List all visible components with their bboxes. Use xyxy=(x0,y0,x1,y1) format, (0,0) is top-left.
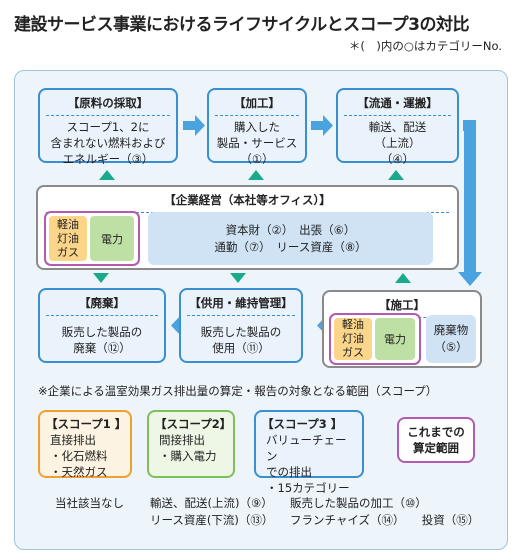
construction-waste: 廃棄物 （⑤） xyxy=(426,315,476,363)
fuel-item: 軽油 xyxy=(57,217,79,231)
scope1-box: 【スコープ1 】 直接排出 ・化石燃料 ・天然ガス xyxy=(38,410,132,479)
corporate-header: 【企業経営（本社等オフィス）】 xyxy=(164,193,331,207)
processing-header: 【加工】 xyxy=(234,96,280,110)
logistics-line: 輸送、配送 xyxy=(368,120,427,134)
scope3-header: 【スコープ3 】 xyxy=(262,417,343,431)
arrow-logistics-to-construction xyxy=(458,120,482,286)
scope2-line: 間接排出 xyxy=(159,433,205,447)
scope2-box: 【スコープ2】 間接排出 ・購入電力 xyxy=(147,410,235,478)
category-note: ＊( )内の○はカテゴリーNo. xyxy=(348,39,502,53)
logistics-line: （上流） xyxy=(374,136,421,150)
raw-material-box: 【原料の採取】 スコープ1、2に 含まれない燃料および エネルギー（③） xyxy=(38,88,178,166)
logistics-box: 【流通・運搬】 輸送、配送 （上流） （④） xyxy=(336,88,459,166)
scope2-line: ・購入電力 xyxy=(159,449,217,463)
down-triangle xyxy=(230,273,246,283)
raw-material-line: 含まれない燃料および xyxy=(50,136,166,150)
construction-electricity-cell: 電力 xyxy=(375,318,415,360)
fuel-item: ガス xyxy=(342,346,364,359)
disposal-header: 【廃棄】 xyxy=(79,296,125,310)
up-triangle xyxy=(388,170,404,180)
legend-line: これまでの xyxy=(407,425,465,439)
scope3-line: での排出 xyxy=(266,465,312,479)
corporate-electricity-cell: 電力 xyxy=(90,216,134,261)
scope3-line: ・15カテゴリー xyxy=(266,481,350,495)
processing-box: 【加工】 購入した 製品・サービス （①） xyxy=(207,88,307,166)
logistics-header: 【流通・運搬】 xyxy=(357,96,438,110)
use-maintenance-line: 販売した製品の xyxy=(200,325,282,339)
category-item: 販売した製品の加工（⑩） xyxy=(290,496,427,510)
scope3-box: 【スコープ3 】 バリューチェーン での排出 ・15カテゴリー xyxy=(254,410,364,495)
arrow-process-to-logistics xyxy=(311,121,323,130)
not-applicable-label: 当社該当なし xyxy=(55,496,124,510)
up-triangle xyxy=(99,170,115,180)
divider xyxy=(46,115,170,116)
legend-box: これまでの 算定範囲 xyxy=(397,417,475,463)
not-applicable-col2: 輸送、配送(上流)（⑨） リース資産(下流)（⑬） xyxy=(150,495,273,529)
not-applicable-list: 当社該当なし xyxy=(55,495,124,512)
divider xyxy=(215,115,299,116)
scope3-line: バリューチェーン xyxy=(266,433,347,463)
not-applicable-col3: 販売した製品の加工（⑩） フランチャイズ（⑭） 投資（⑮） xyxy=(290,495,479,529)
up-triangle xyxy=(395,273,411,283)
corporate-item-line: 資本財（②） 出張（⑥） xyxy=(225,222,356,237)
processing-line: 購入した xyxy=(234,120,280,134)
arrow-raw-to-process xyxy=(183,121,195,130)
diagram-title: 建設サービス事業におけるライフサイクルとスコープ3の対比 xyxy=(14,15,469,35)
construction-header: 【施工】 xyxy=(379,298,425,312)
construction-fuel-cell: 軽油 灯油 ガス xyxy=(334,318,372,360)
scope-note: ※企業による温室効果ガス排出量の算定・報告の対象となる範囲（スコープ） xyxy=(38,384,438,398)
legend-line: 算定範囲 xyxy=(413,441,459,455)
category-item: 輸送、配送(上流)（⑨） xyxy=(150,496,273,510)
use-maintenance-header: 【供用・維持管理】 xyxy=(189,296,293,310)
processing-line: （①） xyxy=(240,152,274,166)
category-item: フランチャイズ（⑭） 投資（⑮） xyxy=(290,513,480,527)
construction-energy-group: 軽油 灯油 ガス 電力 xyxy=(329,313,421,365)
divider xyxy=(187,315,295,316)
raw-material-line: スコープ1、2に xyxy=(66,120,150,134)
processing-line: 製品・サービス xyxy=(216,136,298,150)
scope2-header: 【スコープ2】 xyxy=(155,417,232,431)
corporate-energy-group: 軽油 灯油 ガス 電力 xyxy=(44,211,140,266)
corporate-fuel-cell: 軽油 灯油 ガス xyxy=(49,216,87,261)
logistics-line: （④） xyxy=(380,152,415,166)
up-triangle xyxy=(248,170,264,180)
fuel-item: 軽油 xyxy=(342,318,364,331)
disposal-line: 販売した製品の xyxy=(61,325,143,339)
waste-line: 廃棄物 xyxy=(433,323,469,337)
use-maintenance-line: 使用（⑪） xyxy=(212,341,270,355)
divider xyxy=(344,115,451,116)
corporate-items: 資本財（②） 出張（⑥） 通勤（⑦） リース資産（⑧） xyxy=(148,212,433,265)
fuel-item: ガス xyxy=(57,245,79,259)
scope1-line: 直接排出 xyxy=(50,433,96,447)
fuel-item: 灯油 xyxy=(342,332,364,345)
divider xyxy=(46,315,158,316)
category-item: リース資産(下流)（⑬） xyxy=(150,513,274,527)
waste-line: （⑤） xyxy=(434,340,468,354)
corporate-item-line: 通勤（⑦） リース資産（⑧） xyxy=(214,239,367,254)
disposal-line: 廃棄（⑫） xyxy=(73,341,131,355)
raw-material-line: エネルギー（③） xyxy=(62,152,154,166)
scope1-header: 【スコープ1 】 xyxy=(46,417,127,431)
use-maintenance-box: 【供用・維持管理】 販売した製品の 使用（⑪） xyxy=(179,288,303,363)
disposal-box: 【廃棄】 販売した製品の 廃棄（⑫） xyxy=(38,288,166,363)
fuel-item: 灯油 xyxy=(57,231,79,245)
down-triangle xyxy=(93,273,109,283)
raw-material-header: 【原料の採取】 xyxy=(67,96,149,110)
scope1-line: ・化石燃料 xyxy=(50,449,108,463)
scope1-line: ・天然ガス xyxy=(50,465,108,479)
